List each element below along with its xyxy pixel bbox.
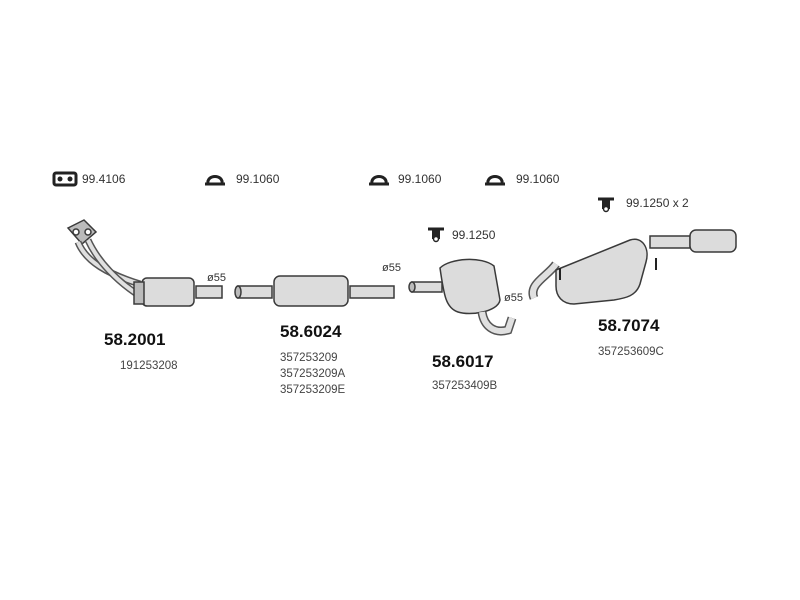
flange-gasket-icon <box>52 171 78 187</box>
accessory-code: 99.1060 <box>236 172 280 186</box>
diameter-label: ø55 <box>207 272 226 284</box>
part-number: 58.6024 <box>280 322 342 341</box>
part-number: 58.7074 <box>598 316 660 335</box>
clamp-icon <box>485 175 505 186</box>
accessory-code: 99.1060 <box>516 172 560 186</box>
part-number: 58.6017 <box>432 352 494 371</box>
rubber-mount-icon <box>598 197 614 213</box>
clamp-icon <box>205 175 225 186</box>
part-number: 58.2001 <box>104 330 166 349</box>
oe-number: 357253409B <box>432 380 498 392</box>
oe-number: 357253209E <box>280 384 346 396</box>
accessory-code: 99.1060 <box>398 172 442 186</box>
accessory-code: 99.1250 x 2 <box>626 196 689 210</box>
clamp-icon <box>369 175 389 186</box>
intermediate-box-drawing <box>408 258 517 336</box>
diameter-label: ø55 <box>382 262 401 274</box>
accessory-code: 99.4106 <box>82 172 126 186</box>
oe-number: 357253609C <box>598 346 664 358</box>
oe-number: 191253208 <box>120 360 178 372</box>
middle-silencer-drawing <box>234 275 395 307</box>
oe-number: 357253209 <box>280 352 338 364</box>
diameter-label: ø55 <box>504 292 523 304</box>
accessory-code: 99.1250 <box>452 228 496 242</box>
rear-silencer-drawing <box>528 229 737 305</box>
oe-number: 357253209A <box>280 368 346 380</box>
rubber-mount-icon <box>428 227 444 243</box>
front-pipe-drawing <box>66 219 223 307</box>
